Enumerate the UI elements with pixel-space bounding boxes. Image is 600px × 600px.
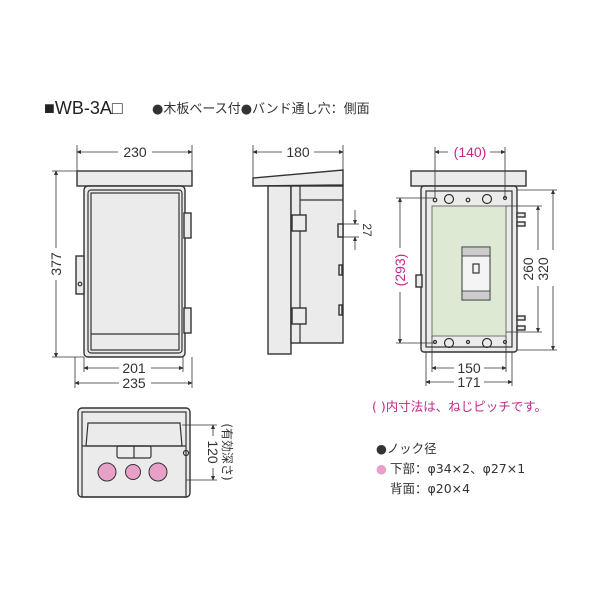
pitch-note: ( )内寸法は、ねじピッチです。 — [372, 399, 547, 414]
knock-title: ●ノック径 — [376, 441, 437, 456]
band-hole-label: 27 — [360, 223, 374, 237]
feature-text: ●木板ベース付●バンド通し穴：側面 — [152, 102, 370, 117]
latch-icon — [415, 274, 423, 288]
body-width-label: 171 — [457, 374, 481, 390]
front-inner-width-label: 201 — [122, 360, 146, 376]
knock-hole-34-icon — [97, 462, 117, 482]
bottom-view — [77, 407, 220, 498]
knock-hole-icon — [481, 193, 493, 205]
bottom-depth-note: (有効深さ) — [220, 423, 235, 480]
bottom-depth-label: 120 — [205, 440, 221, 464]
knock-bottom: 下部：φ34×2、φ27×1 — [390, 461, 525, 476]
body-height-label: 320 — [535, 257, 551, 281]
interior-view — [392, 144, 560, 390]
knock-back: 背面：φ20×4 — [390, 481, 470, 496]
knock-hole-icon — [443, 337, 455, 349]
panel-width-label: 150 — [457, 360, 481, 376]
pink-bullet-icon: ● — [376, 461, 387, 476]
front-outer-width-label: 235 — [122, 375, 146, 391]
side-depth-label: 180 — [286, 144, 310, 160]
hinge-icon — [183, 212, 192, 239]
front-width-top-label: 230 — [123, 144, 147, 160]
knock-hole-27-icon — [125, 464, 141, 480]
hinge-icon — [183, 307, 192, 334]
hinge-icon — [291, 307, 307, 325]
pitch-width-label: (140) — [454, 144, 487, 160]
knock-hole-icon — [481, 337, 493, 349]
panel-height-label: 260 — [520, 257, 536, 281]
knock-hole-icon — [443, 193, 455, 205]
pitch-height-label: (293) — [392, 254, 408, 287]
model-title: ■WB-3A□ — [44, 98, 123, 118]
front-height-label: 377 — [48, 252, 64, 276]
hinge-icon — [291, 214, 307, 232]
side-view — [252, 144, 359, 355]
front-view — [48, 144, 193, 390]
latch-icon — [75, 255, 85, 295]
knock-hole-34-icon — [148, 462, 168, 482]
band-hole-icon — [337, 223, 344, 238]
